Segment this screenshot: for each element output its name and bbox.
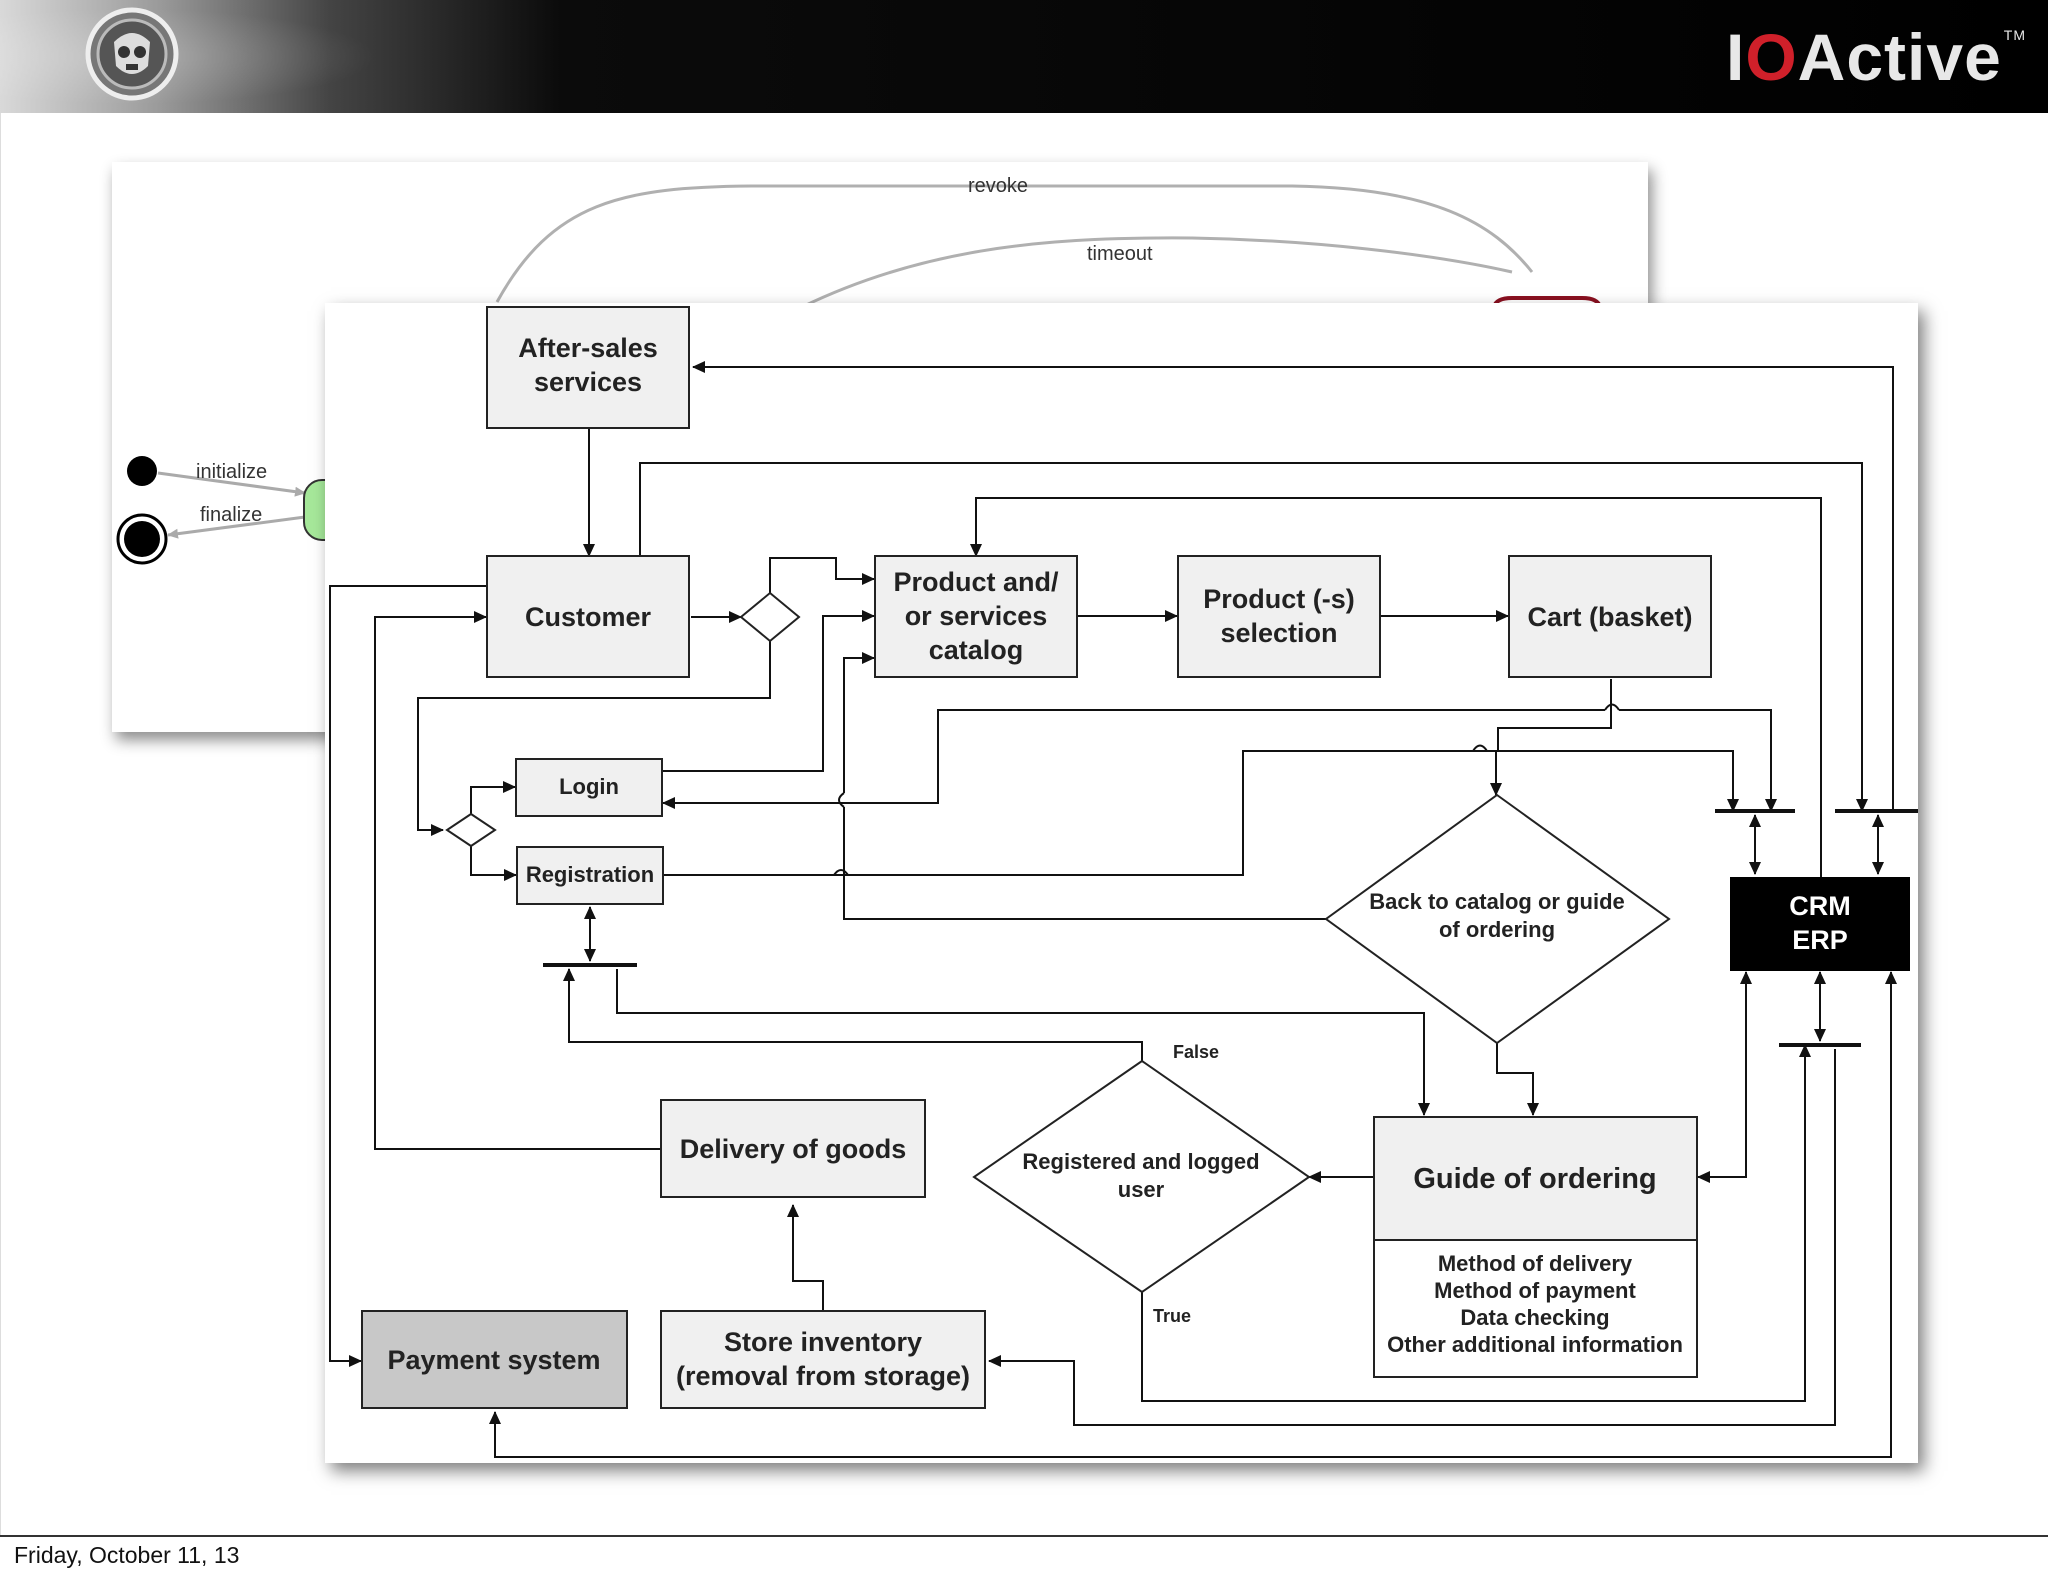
svg-text:Product (-s): Product (-s) [1203, 584, 1355, 614]
svg-text:Store inventory: Store inventory [724, 1327, 922, 1357]
svg-text:Back to catalog or guide: Back to catalog or guide [1369, 889, 1625, 914]
revoke-label: revoke [968, 175, 1028, 197]
initialize-label: initialize [196, 461, 267, 483]
finalize-label: finalize [200, 504, 262, 526]
svg-text:Cart (basket): Cart (basket) [1527, 602, 1692, 632]
svg-text:After-sales: After-sales [518, 333, 658, 363]
decision-diamond-2 [445, 812, 497, 848]
store-inventory-node: Store inventory (removal from storage) [660, 1310, 986, 1409]
footer-date: Friday, October 11, 13 [14, 1542, 240, 1568]
svg-text:Registration: Registration [526, 862, 654, 887]
timeout-arc [801, 236, 1513, 309]
svg-text:Payment system: Payment system [387, 1345, 600, 1375]
svg-text:services: services [534, 367, 642, 397]
guide-of-ordering-node: Guide of ordering Method of delivery Met… [1373, 1116, 1698, 1378]
svg-text:Other additional information: Other additional information [1387, 1332, 1683, 1357]
finalize-arrow [167, 515, 306, 539]
login-node: Login [515, 758, 663, 817]
svg-text:Method of payment: Method of payment [1434, 1278, 1636, 1303]
product-selection-node: Product (-s) selection [1177, 555, 1381, 678]
emblem-logo-icon [85, 7, 179, 101]
svg-text:user: user [1118, 1177, 1165, 1202]
registration-node: Registration [516, 846, 664, 905]
svg-text:Method of delivery: Method of delivery [1438, 1251, 1633, 1276]
header-swirl-decoration [0, 0, 420, 113]
svg-text:Data checking: Data checking [1460, 1305, 1609, 1330]
false-label: False [1173, 1042, 1219, 1062]
decision-diamond-1 [739, 591, 801, 643]
svg-text:catalog: catalog [929, 635, 1024, 665]
svg-text:Delivery of goods: Delivery of goods [680, 1134, 907, 1164]
svg-text:Login: Login [559, 774, 619, 799]
flowchart-card: After-sales services Customer Product an… [325, 303, 1921, 1463]
registered-user-decision: Registered and logged user [972, 1059, 1311, 1294]
slide-frame [0, 113, 2048, 1535]
true-label: True [1153, 1306, 1191, 1326]
svg-text:ERP: ERP [1792, 925, 1848, 955]
delivery-of-goods-node: Delivery of goods [660, 1099, 926, 1198]
order-flowchart: After-sales services Customer Product an… [329, 306, 1921, 1458]
back-to-catalog-decision: Back to catalog or guide of ordering [1324, 793, 1671, 1045]
initialize-arrow [157, 471, 306, 497]
state-box-edge [1492, 296, 1602, 308]
revoke-arc [495, 184, 1534, 303]
svg-text:of ordering: of ordering [1439, 917, 1555, 942]
payment-system-node: Payment system [361, 1310, 628, 1409]
svg-text:(removal from storage): (removal from storage) [676, 1361, 970, 1391]
after-sales-node: After-sales services [486, 306, 690, 429]
svg-text:Guide of ordering: Guide of ordering [1413, 1163, 1656, 1195]
crm-erp-node: CRM ERP [1730, 877, 1910, 971]
svg-text:Registered and logged: Registered and logged [1022, 1149, 1259, 1174]
timeout-label: timeout [1087, 243, 1153, 265]
svg-text:or services: or services [905, 601, 1048, 631]
catalog-node: Product and/ or services catalog [874, 555, 1078, 678]
cart-node: Cart (basket) [1508, 555, 1712, 678]
connectors [329, 361, 1921, 1458]
svg-text:CRM: CRM [1789, 891, 1851, 921]
footer-rule [0, 1535, 2048, 1537]
svg-text:Customer: Customer [525, 602, 652, 632]
svg-text:Product and/: Product and/ [893, 567, 1059, 597]
svg-text:selection: selection [1220, 618, 1337, 648]
customer-node: Customer [486, 555, 690, 678]
initial-state-icon [127, 456, 157, 486]
